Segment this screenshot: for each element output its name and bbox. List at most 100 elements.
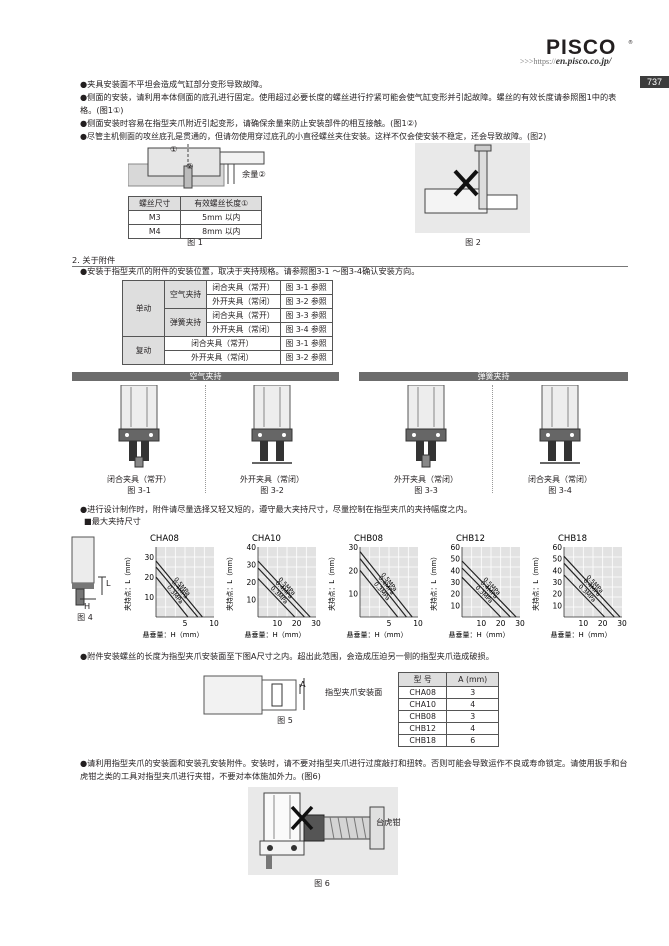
- fig6-gripper-body: [263, 792, 301, 842]
- series-line: [257, 578, 296, 618]
- chart-title: CHB18: [558, 534, 587, 544]
- site-url[interactable]: >>>https://en.pisco.co.jp/: [520, 57, 611, 67]
- fig3-1-label: 闭合夹具（常开）: [107, 475, 171, 484]
- y-tick-label: 30: [246, 561, 256, 570]
- fig1-jaw: [219, 151, 265, 165]
- series-line: [155, 576, 189, 618]
- model-cell: CHB08: [397, 710, 448, 723]
- chart-title: CHB08: [354, 534, 383, 544]
- x-axis-label: 悬垂量：H（mm）: [245, 630, 306, 639]
- intro-bullet-1: ●夹具安装面不平坦会造成气缸部分变形导致故障。: [80, 79, 268, 89]
- fig3-4-gripper: [539, 385, 581, 464]
- x-tick-label: 30: [311, 619, 321, 628]
- fig3-3-caption: 图 3-3: [414, 486, 438, 495]
- fig3-divider: [492, 385, 493, 493]
- fig1-caption: 图 1: [187, 238, 203, 247]
- y-tick-label: 60: [552, 543, 562, 552]
- fig1-marker-2: ②: [186, 161, 194, 171]
- a-value-cell: 3: [446, 710, 499, 723]
- fig1-screw: [183, 165, 193, 189]
- grip-bullet: ●进行设计制作时，附件请尽量选择又轻又短的，遵守最大夹持尺寸，尽量控制在指型夹爪…: [80, 504, 472, 514]
- x-axis-label: 悬垂量：H（mm）: [449, 630, 510, 639]
- model-cell: CHB18: [397, 734, 448, 747]
- fixture-cell: 外开夹具（常闭）: [206, 294, 281, 309]
- fig3-3-label: 外开夹具（常闭）: [394, 475, 458, 484]
- y-tick-label: 10: [450, 601, 460, 610]
- chart-title: CHB12: [456, 534, 485, 544]
- fig3-1-caption: 图 3-1: [127, 486, 151, 495]
- series-line: [461, 560, 517, 618]
- y-axis-label: 夹持点：L（mm）: [429, 553, 438, 611]
- fig4-h-label: H: [84, 601, 91, 611]
- series-line: [257, 560, 311, 618]
- fig1-margin-label: 余量②: [242, 169, 266, 179]
- y-tick-label: 30: [348, 543, 358, 552]
- x-axis-label: 悬垂量：H（mm）: [347, 630, 408, 639]
- section2-bullet: ●安装于指型夹爪的附件的安装位置，取决于夹持规格。请参照图3-1 ～图3-4确认…: [80, 266, 420, 276]
- fig5-a-label: A: [300, 679, 306, 689]
- th-a-mm: A (mm): [446, 672, 499, 687]
- reference-cell: 图 3-1 参照: [279, 280, 333, 295]
- series-line: [461, 576, 502, 618]
- fig6-vise-label: 台虎钳: [376, 817, 401, 827]
- fixture-cell: 外开夹具（常闭）: [164, 350, 281, 365]
- air-grip-cell: 空气夹持: [163, 280, 208, 309]
- fig3-4-caption: 图 3-4: [548, 486, 572, 495]
- intro-bullet-3: ●侧面安装时容易在指型夹爪附近引起变形，请确保余量来防止安装部件的相互接触。(图…: [80, 118, 418, 128]
- y-tick-label: 20: [348, 566, 358, 575]
- y-axis-label: 夹持点：L（mm）: [225, 553, 234, 611]
- brand-logo: PISCO: [546, 36, 617, 59]
- reference-cell: 图 3-2 参照: [279, 350, 333, 365]
- y-tick-label: 40: [246, 543, 256, 552]
- attachment-reference-table: 单动 空气夹持 闭合夹具（常开） 图 3-1 参照 外开夹具（常闭） 图 3-2…: [122, 280, 333, 365]
- fig4-illustration: [71, 536, 106, 606]
- y-tick-label: 10: [348, 590, 358, 599]
- a-value-cell: 4: [446, 698, 499, 711]
- model-cell: CHB12: [397, 722, 448, 735]
- url-domain: en.pisco.co.jp/: [555, 57, 612, 67]
- fig3-4-label: 闭合夹具（常闭）: [528, 475, 592, 484]
- y-tick-label: 20: [450, 590, 460, 599]
- fig2-long-screw: [478, 146, 488, 210]
- screw-size-cell: M4: [127, 224, 182, 239]
- air-grip-bar: 空气夹持: [72, 372, 339, 381]
- x-tick-label: 5: [183, 619, 188, 628]
- registered-mark: ®: [628, 40, 633, 46]
- y-tick-label: 50: [450, 555, 460, 564]
- y-axis-label: 夹持点：L（mm）: [123, 553, 132, 611]
- th-effective-length: 有效螺丝长度①: [180, 196, 262, 211]
- fig3-divider: [205, 385, 206, 493]
- fig6-caption: 图 6: [314, 879, 330, 888]
- series-line: [359, 569, 399, 618]
- x-tick-label: 10: [477, 619, 487, 628]
- fig6-vise-jaw: [303, 814, 325, 842]
- spring-grip-cell: 弹簧夹持: [163, 308, 208, 337]
- chart-title: CHA08: [150, 534, 179, 544]
- y-tick-label: 20: [246, 578, 256, 587]
- series-line: [461, 567, 511, 618]
- chart-title: CHA10: [252, 534, 281, 544]
- series-line: [155, 566, 199, 618]
- single-acting-cell: 单动: [122, 280, 165, 337]
- fig4-l-label: L: [106, 578, 111, 588]
- fig3-2-label: 外开夹具（常闭）: [240, 475, 304, 484]
- fig1-illustration: [128, 144, 265, 189]
- x-axis-label: 悬垂量：H（mm）: [143, 630, 204, 639]
- screw-length-cell: 5mm 以内: [180, 210, 262, 225]
- x-tick-label: 10: [273, 619, 283, 628]
- y-tick-label: 30: [144, 553, 154, 562]
- y-tick-label: 20: [144, 573, 154, 582]
- x-tick-label: 10: [209, 619, 219, 628]
- model-cell: CHA08: [397, 686, 448, 699]
- series-line: [563, 555, 621, 618]
- intro-bullet-4: ●尽管主机侧面的攻丝底孔是贯通的，但请勿使用穿过底孔的小直径螺丝夹住安装。这样不…: [80, 132, 547, 141]
- double-acting-cell: 复动: [122, 336, 165, 365]
- fig6-vise-body: [369, 806, 385, 850]
- fixture-cell: 外开夹具（常闭）: [206, 322, 281, 337]
- screw-length-cell: 8mm 以内: [180, 224, 262, 239]
